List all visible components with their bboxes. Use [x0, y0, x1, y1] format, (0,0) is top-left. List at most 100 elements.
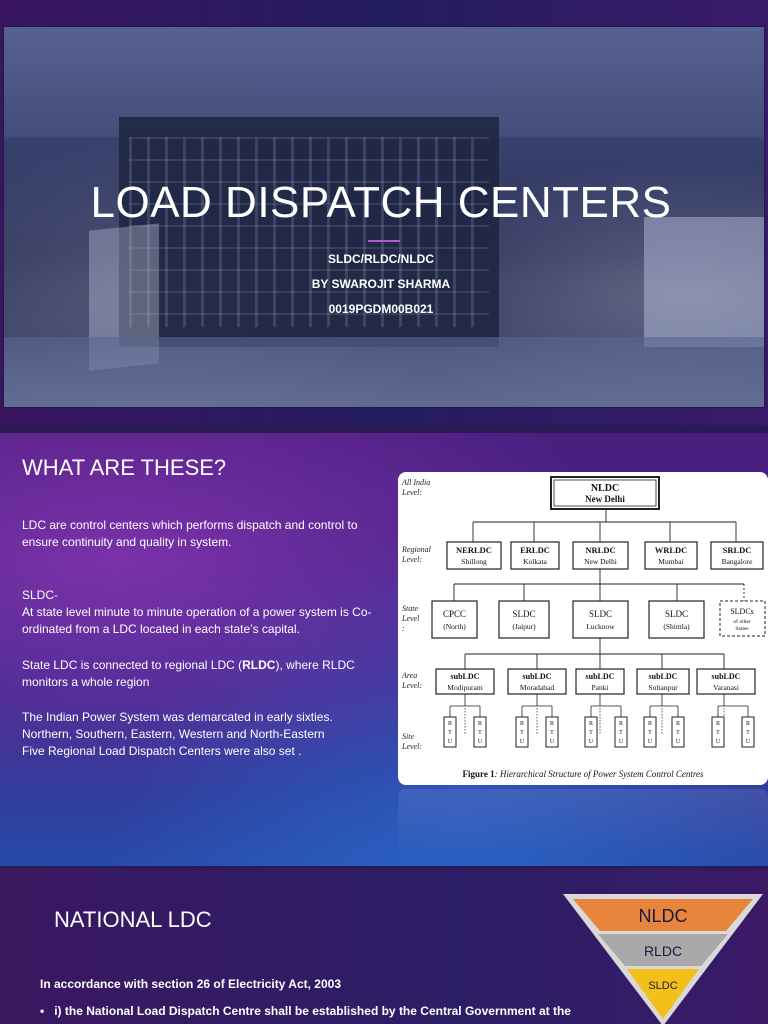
area-name: subLDC — [451, 672, 480, 681]
subtitle-author: BY SWAROJIT SHARMA — [311, 277, 451, 291]
rtu-letter: U — [589, 739, 594, 745]
rtu-letter: U — [478, 739, 483, 745]
rtu-letter: R — [746, 721, 750, 727]
pyramid-label-nldc: NLDC — [638, 906, 687, 926]
history-line-2: Northern, Southern, Eastern, Western and… — [22, 727, 325, 741]
area-place: Modipuram — [447, 683, 483, 692]
regional-place: Kolkata — [523, 557, 547, 566]
pyramid-tier-rldc — [598, 934, 728, 966]
rtu-letter: U — [716, 739, 721, 745]
figure-reflection — [398, 789, 768, 859]
rtu-letter: R — [520, 721, 524, 727]
area-name: subLDC — [649, 672, 678, 681]
rtu-box — [584, 716, 598, 748]
bullet-dot-icon: • — [40, 1004, 55, 1018]
rtu-letter: T — [478, 730, 482, 736]
figure-caption: Figure 1: Hierarchical Structure of Powe… — [463, 769, 704, 779]
pyramid-tier-nldc — [573, 899, 753, 931]
rtu-box — [741, 716, 755, 748]
level-label: Level: — [401, 555, 422, 564]
level-label: Level: — [401, 488, 422, 497]
caption-label: Figure 1 — [463, 769, 496, 779]
area-name: subLDC — [586, 672, 615, 681]
slide-what-are-these: WHAT ARE THESE? LDC are control centers … — [0, 433, 768, 866]
regional-box — [644, 541, 698, 570]
caption-text: : Hierarchical Structure of Power System… — [495, 769, 704, 779]
subtitle-centers: SLDC/RLDC/NLDC — [328, 252, 434, 266]
level-label: Area — [401, 671, 417, 680]
rtu-letter: T — [520, 730, 524, 736]
regional-place: Mumbai — [658, 557, 683, 566]
area-box — [507, 668, 567, 695]
level-label: Site — [402, 732, 414, 741]
desks — [4, 337, 764, 407]
video-wall-grid — [129, 137, 489, 327]
sldc-heading: SLDC- — [22, 588, 59, 602]
bullet-item: • i) the National Load Dispatch Centre s… — [40, 1004, 571, 1018]
area-name: subLDC — [523, 672, 552, 681]
rtu-box — [443, 716, 457, 748]
level-label: Level — [401, 614, 420, 623]
rldc-text-b: ), where RLDC monitors a whole region — [22, 658, 355, 689]
rtu-letter: U — [676, 739, 681, 745]
area-place: Sultanpur — [648, 683, 678, 692]
rtu-letter: T — [589, 730, 593, 736]
regional-name: SRLDC — [723, 545, 752, 555]
hierarchy-diagram: All India Level: Regional Level: State L… — [401, 476, 766, 779]
window-pane — [644, 217, 764, 347]
rtu-letter: U — [448, 739, 453, 745]
area-box — [636, 668, 690, 695]
history-paragraph: The Indian Power System was demarcated i… — [22, 709, 390, 760]
nldc-place: New Delhi — [585, 494, 625, 504]
title-divider — [368, 240, 400, 242]
rtu-letter: U — [619, 739, 624, 745]
rtu-letter: T — [619, 730, 623, 736]
level-label: State — [402, 604, 418, 613]
area-box — [696, 668, 756, 695]
rtu-letter: U — [648, 739, 653, 745]
subtitle-roll-number: 0019PGDM00B021 — [328, 302, 434, 316]
rtu-box — [614, 716, 628, 748]
state-name: SLDC — [589, 609, 612, 619]
state-name: SLDC — [665, 609, 688, 619]
rtu-letter: R — [619, 721, 623, 727]
rtu-letter: T — [716, 730, 720, 736]
sldc-body: At state level minute to minute operatio… — [22, 605, 372, 636]
state-place: Lucknow — [586, 622, 615, 631]
nldc-name: NLDC — [591, 483, 619, 494]
pyramid-label-rldc: RLDC — [644, 943, 682, 959]
nldc-box — [550, 476, 660, 510]
state-box — [498, 600, 550, 639]
regional-name: WRLDC — [655, 545, 688, 555]
rtu-letter: U — [550, 739, 555, 745]
rtu-letter: R — [676, 721, 680, 727]
rtu-box — [671, 716, 685, 748]
slide-national-ldc: NATIONAL LDC In accordance with section … — [0, 869, 768, 1024]
slide-heading: NATIONAL LDC — [54, 907, 212, 932]
rtu-box — [515, 716, 529, 748]
state-box — [431, 600, 478, 639]
other-states-l2: States — [735, 626, 748, 632]
regional-name: ERLDC — [520, 545, 550, 555]
video-wall — [119, 117, 499, 347]
state-place: (Jaipur) — [512, 622, 536, 631]
state-place: (Shimla) — [663, 622, 690, 631]
rtu-box — [473, 716, 487, 748]
area-place: Varanasi — [713, 683, 739, 692]
area-box — [575, 668, 625, 695]
regional-box — [510, 541, 560, 570]
level-label: Level: — [401, 681, 422, 690]
rtu-letter: T — [648, 730, 652, 736]
rtu-letter: T — [448, 730, 452, 736]
rtu-letter: U — [520, 739, 525, 745]
regional-place: New Delhi — [584, 557, 617, 566]
state-box — [572, 600, 629, 639]
state-box — [648, 600, 705, 639]
regional-box — [446, 541, 502, 570]
level-label: Level: — [401, 742, 422, 751]
pyramid-tier-sldc — [627, 969, 699, 1019]
rtu-letter: R — [550, 721, 554, 727]
level-label: : — [402, 624, 405, 633]
intro-paragraph: LDC are control centers which performs d… — [22, 518, 358, 549]
state-name: SLDC — [512, 609, 535, 619]
